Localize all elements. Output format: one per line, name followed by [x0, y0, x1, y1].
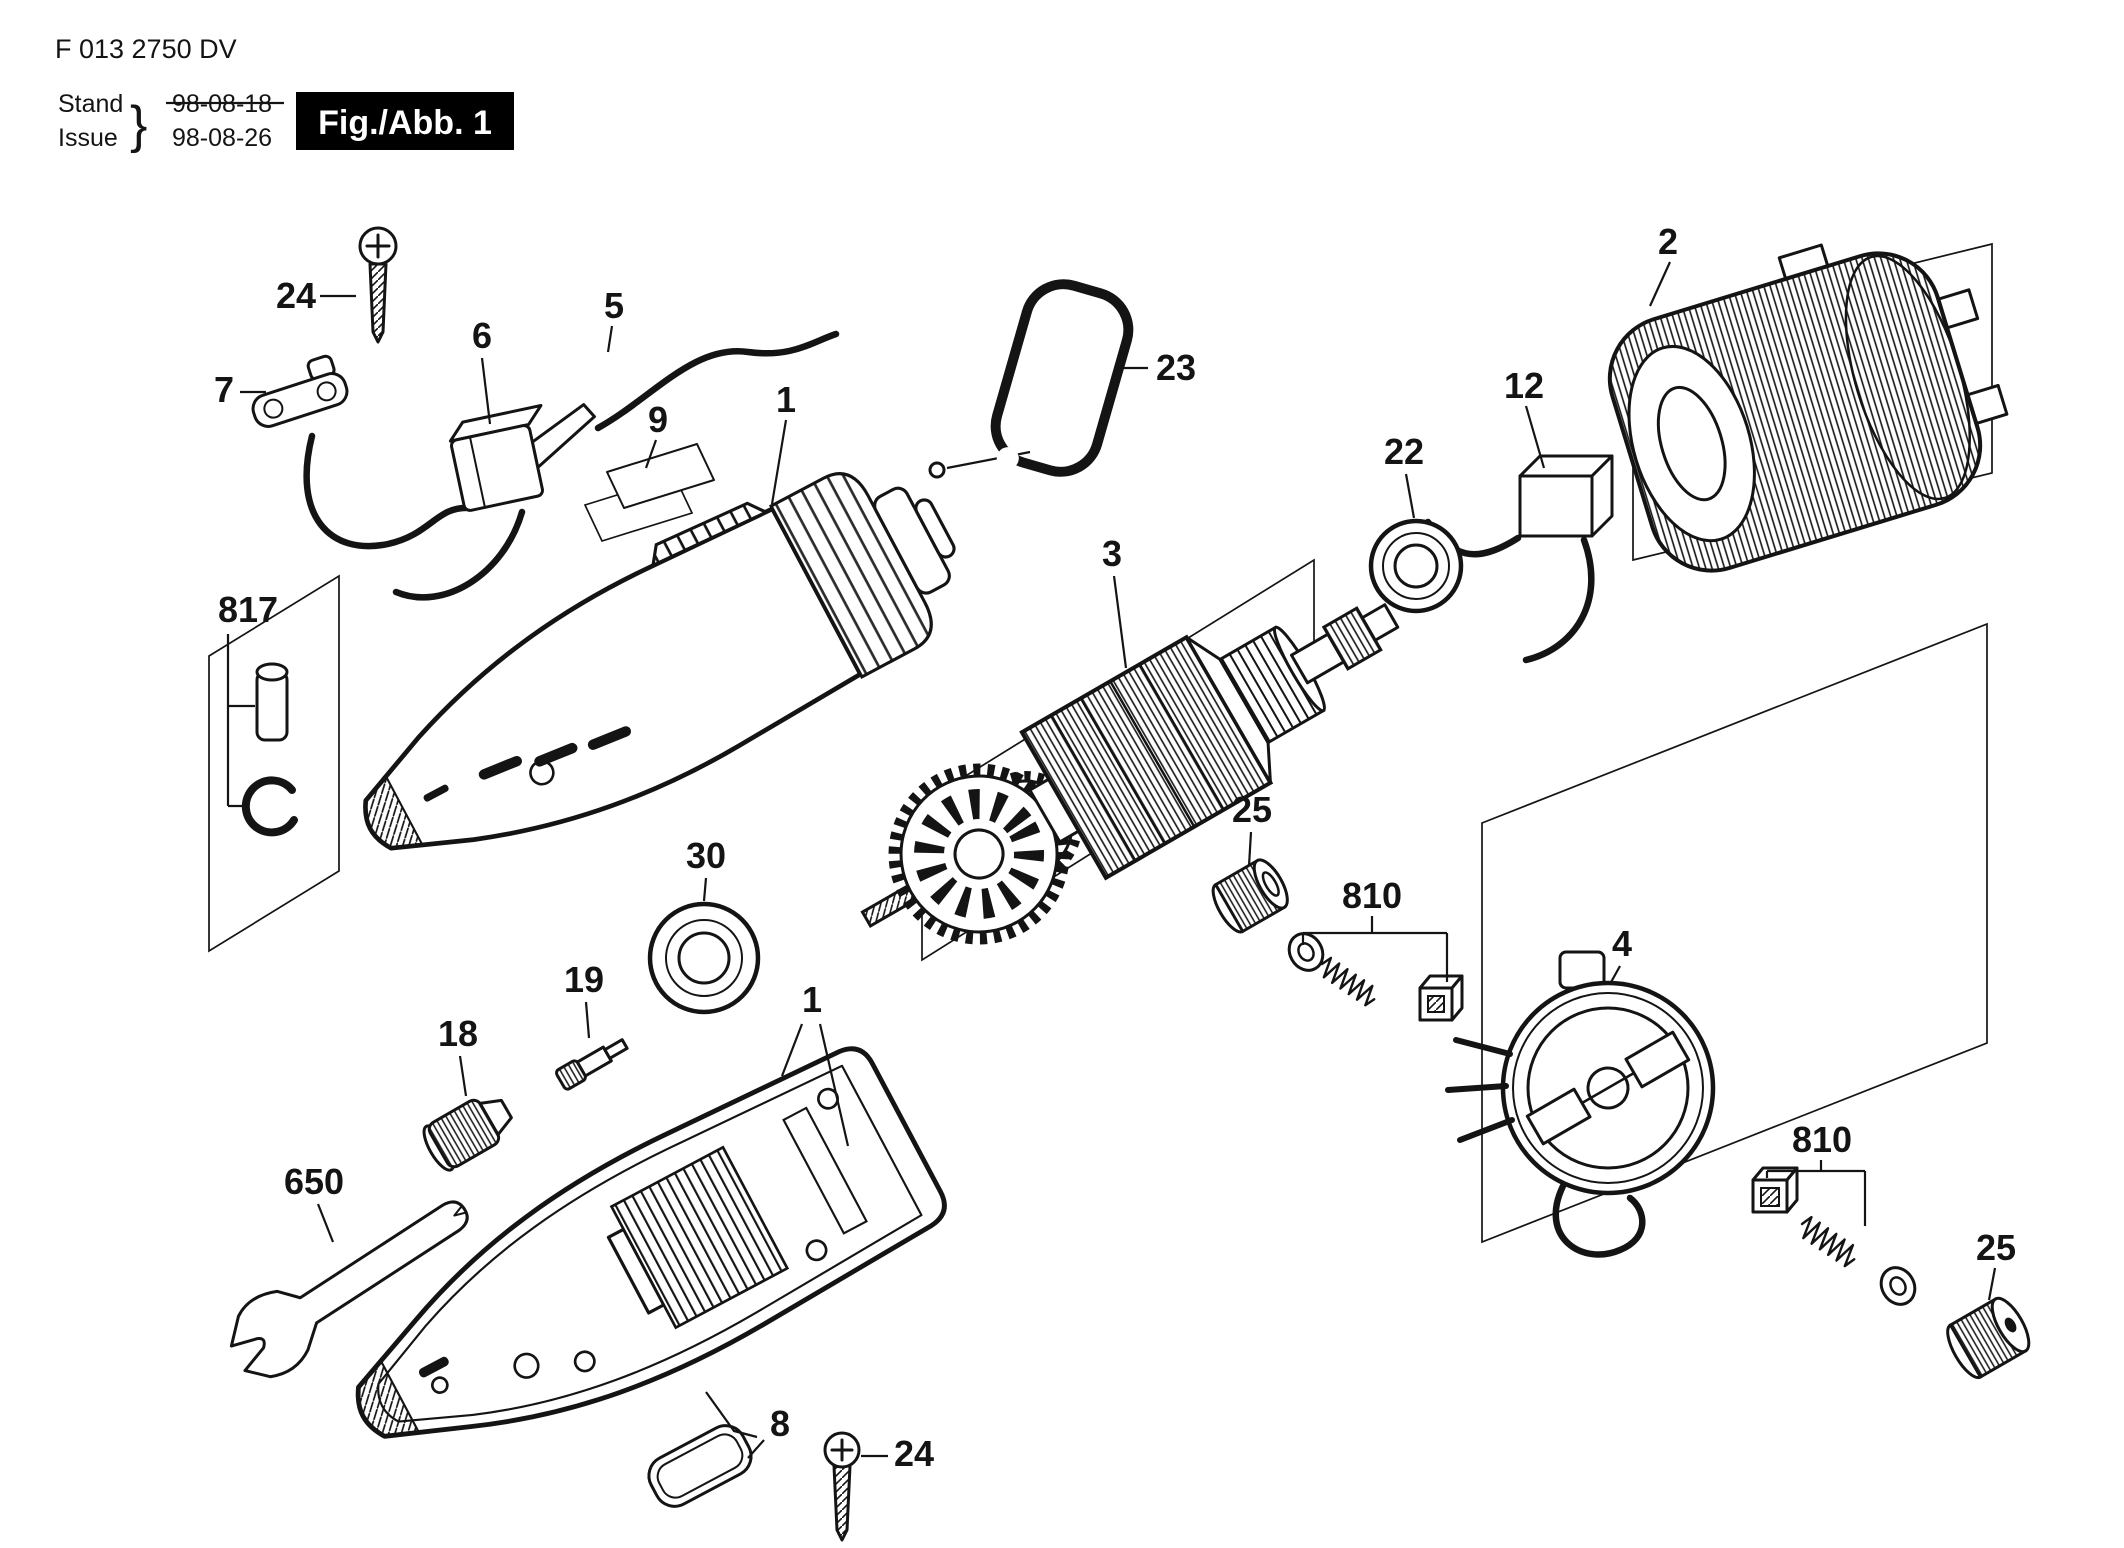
- issue-date: 98-08-26: [172, 124, 272, 152]
- lower-housing-part: [355, 1046, 947, 1439]
- callout-end-frame: 4: [1612, 923, 1632, 964]
- cord-clamp-part: [251, 354, 349, 428]
- bearing-rear-part: [1368, 518, 1464, 614]
- callout-brush-cap-right: 25: [1976, 1227, 2016, 1268]
- callout-cord-clamp: 7: [214, 369, 234, 410]
- suppressor-part: [1518, 454, 1614, 538]
- brush-right-part: [1751, 1166, 1917, 1306]
- figure-label-box: [296, 92, 514, 150]
- lock-pin-part: [555, 1038, 629, 1091]
- callout-housing-upper: 1: [776, 379, 796, 420]
- screw-bottom-part: [823, 1431, 861, 1542]
- callout-gasket: 8: [770, 1403, 790, 1444]
- cord-guard-part: [448, 403, 596, 512]
- callout-brush-right: 810: [1792, 1119, 1852, 1160]
- header-block: F 013 2750 DV Stand 98-08-18 Issue 98-08…: [55, 34, 514, 154]
- clamp-wire-1: [303, 432, 474, 550]
- clamp-wire-2: [392, 508, 526, 601]
- figure-label: Fig./Abb. 1: [318, 104, 492, 142]
- callout-brush-cap-left: 25: [1232, 789, 1272, 830]
- callout-collet-nut: 18: [438, 1013, 478, 1054]
- retainer-clip-part: [241, 776, 298, 837]
- callout-bearing-set: 817: [218, 589, 278, 630]
- brush-cap-right-part: [1946, 1296, 2031, 1380]
- callout-wrench: 650: [284, 1161, 344, 1202]
- gasket-part: [647, 1424, 753, 1508]
- callout-power-cord: 5: [604, 285, 624, 326]
- frame-bearing-set: [208, 574, 340, 953]
- callout-suppressor: 12: [1504, 365, 1544, 406]
- power-cord-part: [594, 330, 840, 432]
- callout-bearing-rear: 22: [1384, 431, 1424, 472]
- end-frame-part: [1445, 950, 1716, 1258]
- part-number: F 013 2750 DV: [55, 34, 237, 64]
- leader-lines: [240, 261, 1997, 1459]
- brush-left-part: [1287, 932, 1464, 1022]
- bail-pin-part: [928, 461, 946, 479]
- bearing-front-part: [647, 901, 761, 1015]
- callout-nameplate: 9: [648, 399, 668, 440]
- callout-brush-left: 810: [1342, 875, 1402, 916]
- frame-end-frame: [1481, 622, 1988, 1244]
- armature-part: [860, 603, 1400, 945]
- hanger-bail-part: [990, 279, 1134, 477]
- suppressor-wire-right: [1522, 536, 1595, 664]
- callout-screw-bottom: 24: [894, 1433, 934, 1474]
- field-coil-part: [1607, 243, 2009, 573]
- callout-screw-top: 24: [276, 275, 316, 316]
- upper-housing-part: [363, 472, 956, 851]
- brush-cap-left-part: [1211, 858, 1289, 934]
- stand-label: Stand: [58, 90, 123, 118]
- callout-lock-pin: 19: [564, 959, 604, 1000]
- screw-top-part: [358, 226, 398, 344]
- callout-housing-lower: 1: [802, 979, 822, 1020]
- callout-field-coil: 2: [1658, 221, 1678, 262]
- callout-armature: 3: [1102, 533, 1122, 574]
- issue-label: Issue: [58, 124, 118, 152]
- bearing-set-part: [226, 634, 298, 837]
- callout-bearing-front: 30: [686, 835, 726, 876]
- callout-cord-guard: 6: [472, 315, 492, 356]
- callout-hanger-bail: 23: [1156, 347, 1196, 388]
- nameplate-part: [583, 443, 715, 543]
- callout-labels: 24 7 6 5 9 1 23 2 12 22 3 817 30 19 18 6…: [214, 221, 2016, 1474]
- collet-nut-part: [422, 1098, 513, 1172]
- wrench-part: [229, 1200, 469, 1379]
- date-brace: }: [130, 96, 147, 154]
